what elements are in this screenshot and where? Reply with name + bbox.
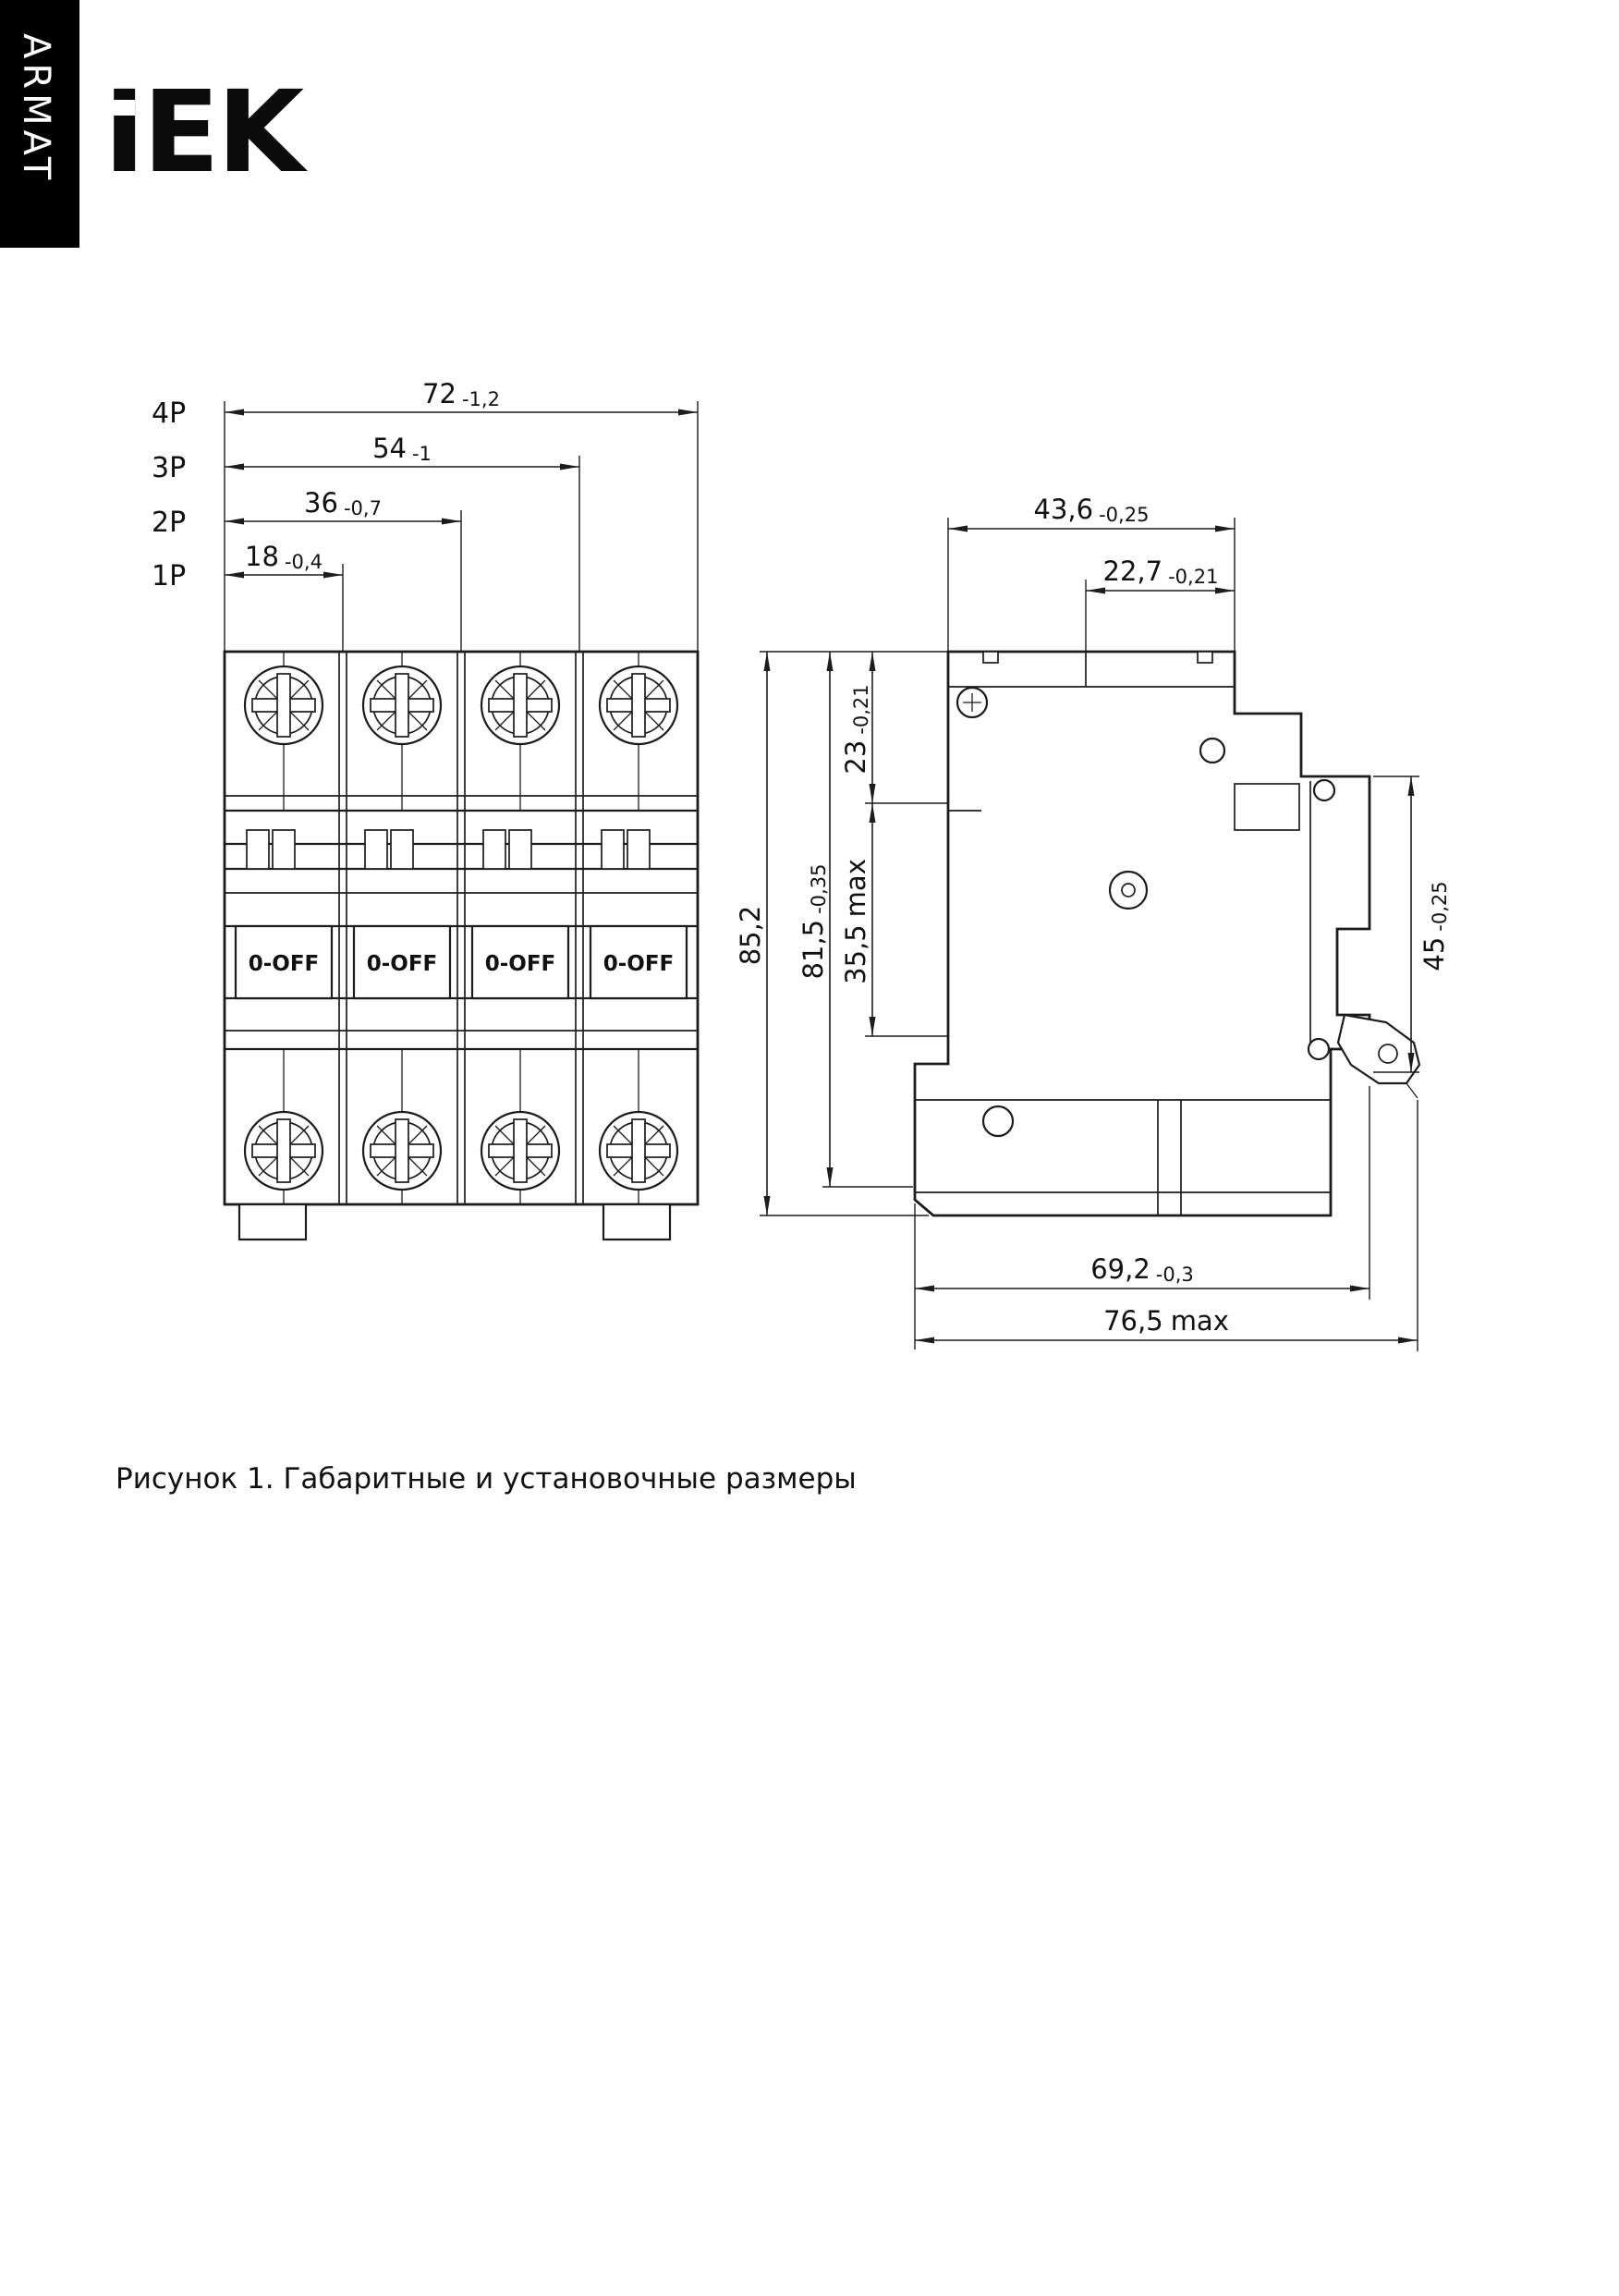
side-dim-body-height: 81,5-0,35	[797, 864, 830, 980]
side-din-dim: 45-0,25	[1373, 776, 1451, 1073]
side-height-dims: 85,2 81,5-0,35 23-0,21 35,5max	[735, 651, 948, 1216]
side-dim-mount-depth: 69,2-0,3	[1090, 1253, 1194, 1286]
pole-label-4p: 4P	[152, 397, 186, 430]
pole-label-2p: 2P	[152, 507, 186, 539]
front-dim-width-3p: 54-1	[372, 433, 432, 465]
handle-label-1: 0-OFF	[249, 952, 320, 976]
side-dim-top-offset: 23-0,21	[840, 684, 872, 774]
side-dim-din-height: 45-0,25	[1418, 881, 1451, 971]
terminal-screw-icon	[480, 1110, 561, 1191]
toggle-handles: 0-OFF 0-OFF 0-OFF 0-OFF	[234, 924, 688, 1000]
din-foot	[602, 1203, 672, 1241]
front-width-dims: 72-1,2 54-1 36-0,7 18-0,4	[224, 378, 699, 652]
pole-label-3p: 3P	[152, 452, 186, 484]
handle-label-4: 0-OFF	[603, 952, 675, 976]
iek-logo-text: IEK	[103, 67, 309, 198]
side-body	[913, 650, 1421, 1217]
side-view-drawing: 43,6-0,25 22,7-0,21 85,2 81,5-0,35 23-0,…	[735, 494, 1451, 1351]
handle-label-3: 0-OFF	[485, 952, 556, 976]
din-foot	[237, 1203, 308, 1241]
front-dim-width-2p: 36-0,7	[304, 487, 382, 519]
side-dim-mid-offset: 35,5max	[840, 859, 871, 984]
side-dim-top-depth: 43,6-0,25	[1034, 494, 1150, 526]
terminal-screw-icon	[598, 1110, 679, 1191]
front-dim-width-1p: 18-0,4	[245, 541, 323, 573]
terminal-screw-icon	[243, 665, 324, 746]
figure-caption: Рисунок 1. Габаритные и установочные раз…	[116, 1462, 857, 1496]
iek-logo: IEK	[103, 67, 311, 198]
logo-i-gap	[103, 100, 135, 116]
din-latch	[1336, 1013, 1421, 1099]
side-dim-front-depth: 22,7-0,21	[1103, 556, 1219, 588]
brand-sidebar-label: ARMAT	[15, 33, 57, 184]
side-dim-overall-height: 85,2	[735, 906, 766, 966]
front-view-drawing: 4P 3P 2P 1P 72-1,2 54-1 36-0,7 18-0,4	[152, 378, 700, 1241]
terminal-screw-icon	[243, 1110, 324, 1191]
front-body: 0-OFF 0-OFF 0-OFF 0-OFF	[223, 650, 700, 1241]
terminal-screw-icon	[480, 665, 561, 746]
terminal-clamp-tabs	[246, 829, 651, 870]
terminal-screw-icon	[598, 665, 679, 746]
front-dim-width-4p: 72-1,2	[422, 378, 500, 410]
handle-label-2: 0-OFF	[367, 952, 438, 976]
pole-label-1p: 1P	[152, 560, 186, 592]
brand-sidebar: ARMAT	[0, 0, 79, 248]
side-top-dims: 43,6-0,25 22,7-0,21	[947, 494, 1236, 652]
terminal-screw-icon	[361, 665, 443, 746]
terminal-screw-icon	[361, 1110, 443, 1191]
